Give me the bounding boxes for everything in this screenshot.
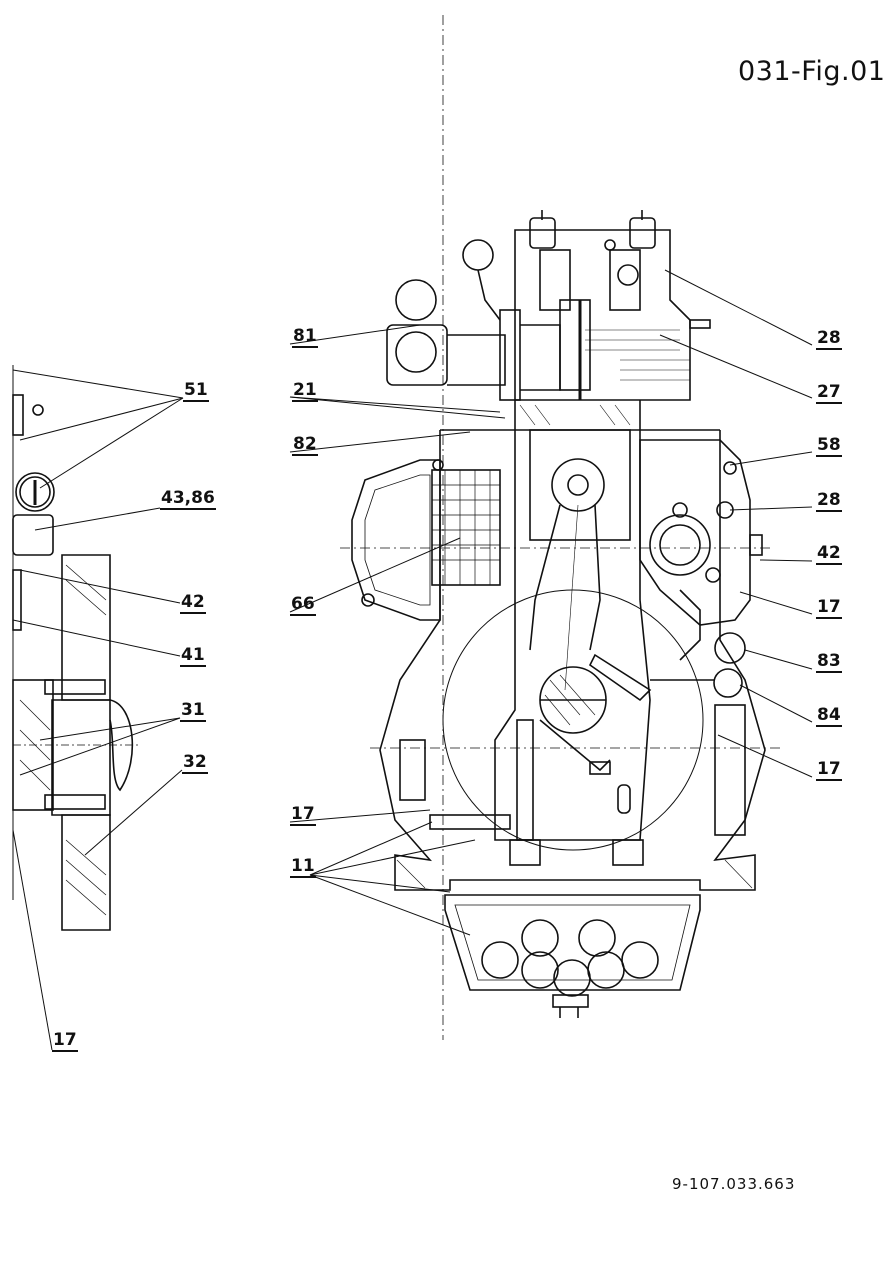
callout-58: 58 [816,435,842,457]
figure-title: 031-Fig.01 [738,56,886,87]
callout-28-mid: 28 [816,490,842,512]
callout-41: 41 [180,645,206,667]
engine-section [340,210,780,1018]
callout-27: 27 [816,382,842,404]
callout-32: 32 [182,752,208,774]
callout-66: 66 [290,594,316,616]
callout-17-mid: 17 [290,804,316,826]
callout-31: 31 [180,700,206,722]
leader-lines [12,269,813,1051]
callout-83: 83 [816,651,842,673]
callout-28-top: 28 [816,328,842,350]
callout-17-left-bottom: 17 [52,1030,78,1052]
callout-21: 21 [292,380,318,402]
left-partial-view [12,365,140,931]
callout-17-right-a: 17 [816,597,842,619]
callout-51: 51 [183,380,209,402]
document-number: 9-107.033.663 [672,1175,796,1193]
callout-42-left: 42 [180,592,206,614]
callout-43-86: 43,86 [160,488,216,510]
callout-42-right: 42 [816,543,842,565]
callout-17-right-b: 17 [816,759,842,781]
callout-11: 11 [290,856,316,878]
callout-84: 84 [816,705,842,727]
callout-82: 82 [292,434,318,456]
callout-81: 81 [292,326,318,348]
